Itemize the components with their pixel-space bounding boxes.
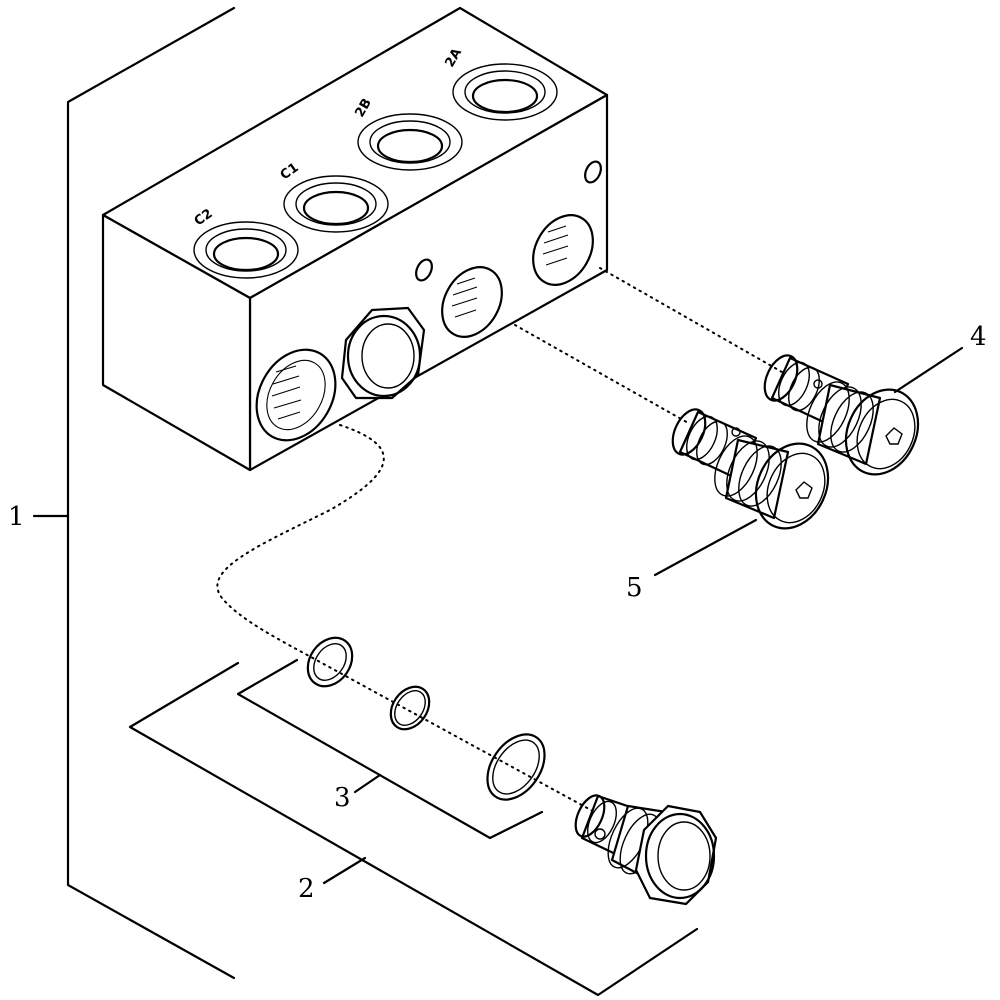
path-plug-assembly: [216, 424, 601, 816]
top-port-2b: [357, 113, 463, 171]
callout-4: 4: [970, 322, 987, 352]
leader-4: [893, 346, 964, 394]
top-port-2a: [452, 63, 558, 121]
cartridge-valve-5: [671, 408, 830, 530]
manifold-end-face: [101, 213, 252, 472]
top-port-c1: [283, 175, 389, 233]
leader-5: [653, 518, 758, 577]
path-cartridge-4: [599, 267, 783, 373]
side-port-right: [532, 214, 594, 286]
seal-ring-large-upper: [306, 636, 354, 688]
bracket-item-3: [236, 658, 544, 840]
side-port-middle: [441, 266, 503, 338]
bracket-item-2: [128, 661, 699, 997]
installed-hex-plug: [340, 306, 426, 400]
pin-hole-right: [584, 160, 602, 184]
seal-ring-backup: [486, 733, 546, 801]
path-cartridge-5: [514, 324, 691, 425]
callout-1: 1: [8, 502, 25, 532]
bracket-item-1: [32, 6, 236, 980]
top-port-c2: [193, 221, 299, 279]
assembly-paths: [216, 267, 783, 816]
pin-hole-left: [415, 258, 433, 282]
seal-ring-small: [389, 685, 431, 731]
relief-valve-plug: [574, 794, 718, 906]
manifold-block: C2 C1 2B 2A: [101, 6, 609, 472]
callout-3: 3: [334, 783, 351, 813]
callout-5: 5: [626, 573, 643, 603]
side-port-left: [255, 348, 337, 442]
callout-2: 2: [298, 874, 315, 904]
cartridge-valve-4: [763, 354, 920, 476]
